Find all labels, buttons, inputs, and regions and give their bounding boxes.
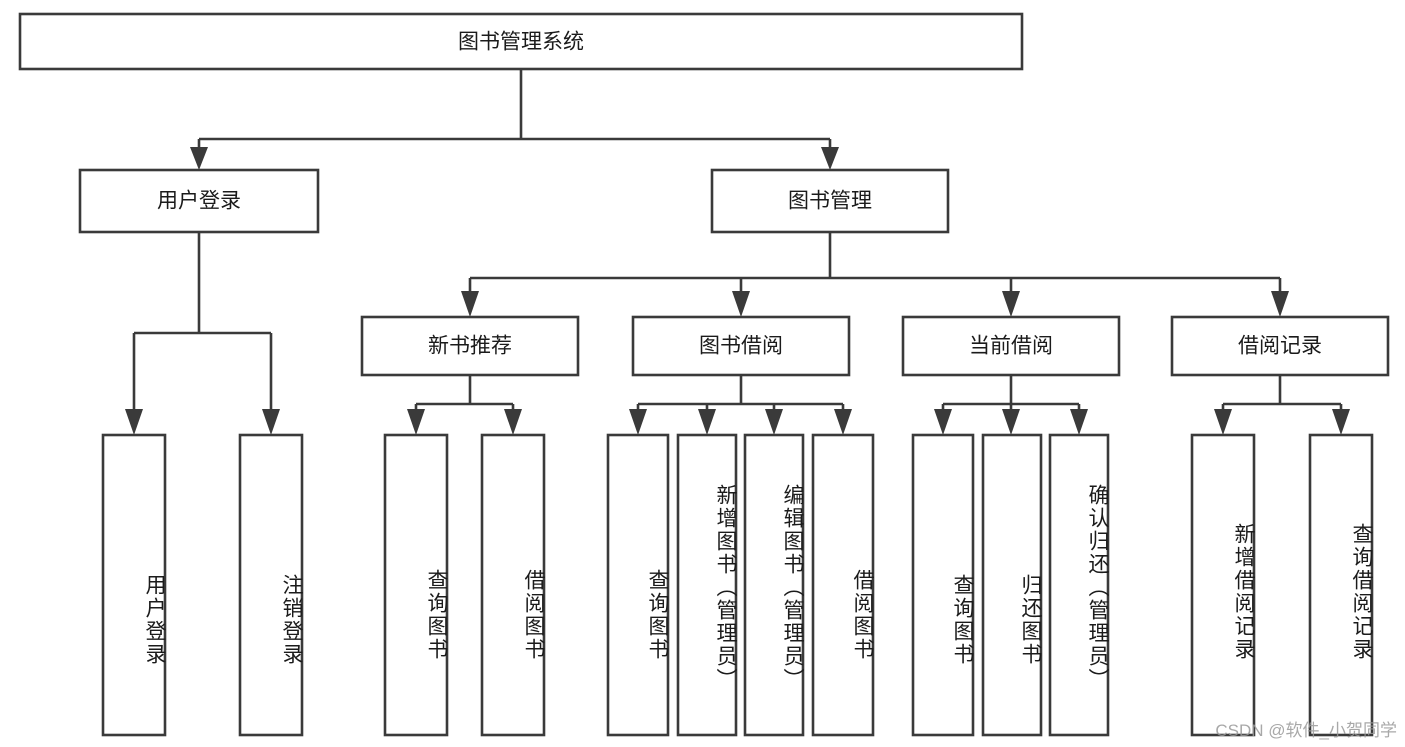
node-label-user-login: 用户登录 <box>157 190 241 213</box>
arrow-to-leaf-add-borrow-record <box>1214 409 1232 435</box>
arrow-to-book-management <box>821 147 839 170</box>
arrow-to-leaf-user-login <box>125 409 143 435</box>
connector-group-root <box>190 69 839 170</box>
node-box-leaf-borrow-books-recommend[interactable] <box>480 433 546 737</box>
connector-group-new-book-recommend <box>407 375 522 435</box>
node-box-current-borrow[interactable] <box>901 315 1121 377</box>
node-box-leaf-logout[interactable] <box>238 433 304 737</box>
arrow-to-leaf-query-books-recommend <box>407 409 425 435</box>
node-box-leaf-user-login[interactable] <box>101 433 167 737</box>
node-box-leaf-query-books-recommend[interactable] <box>383 433 449 737</box>
connector-group-borrow-record <box>1214 375 1350 435</box>
node-label-new-book-recommend: 新书推荐 <box>428 335 512 358</box>
arrow-to-borrow-record <box>1271 291 1289 317</box>
arrow-to-leaf-logout <box>262 409 280 435</box>
node-box-leaf-query-books-current[interactable] <box>911 433 975 737</box>
node-label-root: 图书管理系统 <box>458 31 584 54</box>
node-box-new-book-recommend[interactable] <box>360 315 580 377</box>
node-box-leaf-borrow-books-borrow[interactable] <box>811 433 875 737</box>
arrow-to-leaf-query-books-borrow <box>629 409 647 435</box>
arrow-to-new-book-recommend <box>461 291 479 317</box>
connector-group-user-login <box>125 232 280 435</box>
arrow-to-leaf-edit-book-admin <box>765 409 783 435</box>
node-label-book-management: 图书管理 <box>788 190 872 213</box>
node-box-leaf-query-books-borrow[interactable] <box>606 433 670 737</box>
node-box-root[interactable] <box>18 12 1024 71</box>
node-box-leaf-query-borrow-record[interactable] <box>1308 433 1374 737</box>
node-box-borrow-record[interactable] <box>1170 315 1390 377</box>
node-box-leaf-return-books[interactable] <box>981 433 1043 737</box>
arrow-to-leaf-query-borrow-record <box>1332 409 1350 435</box>
connector-group-current-borrow <box>934 375 1088 435</box>
node-box-leaf-edit-book-admin[interactable] <box>743 433 805 737</box>
arrow-to-leaf-return-books <box>1002 409 1020 435</box>
arrow-to-leaf-borrow-books-recommend <box>504 409 522 435</box>
node-box-leaf-add-borrow-record[interactable] <box>1190 433 1256 737</box>
node-box-leaf-confirm-return-admin[interactable] <box>1048 433 1110 737</box>
arrow-to-book-borrow <box>732 291 750 317</box>
node-box-book-borrow[interactable] <box>631 315 851 377</box>
node-label-book-borrow: 图书借阅 <box>699 335 783 358</box>
node-box-leaf-add-book-admin[interactable] <box>676 433 738 737</box>
node-box-user-login[interactable] <box>78 168 320 234</box>
arrow-to-leaf-confirm-return-admin <box>1070 409 1088 435</box>
node-box-book-management[interactable] <box>710 168 950 234</box>
csdn-watermark: CSDN @软件_小贺同学 <box>1215 721 1397 740</box>
arrow-to-user-login <box>190 147 208 170</box>
arrow-to-leaf-query-books-current <box>934 409 952 435</box>
node-label-current-borrow: 当前借阅 <box>969 335 1053 358</box>
arrow-to-leaf-add-book-admin <box>698 409 716 435</box>
connector-group-book-management <box>461 232 1289 317</box>
connector-group-book-borrow <box>629 375 852 435</box>
arrow-to-current-borrow <box>1002 291 1020 317</box>
arrow-to-leaf-borrow-books-borrow <box>834 409 852 435</box>
node-label-borrow-record: 借阅记录 <box>1238 335 1322 358</box>
